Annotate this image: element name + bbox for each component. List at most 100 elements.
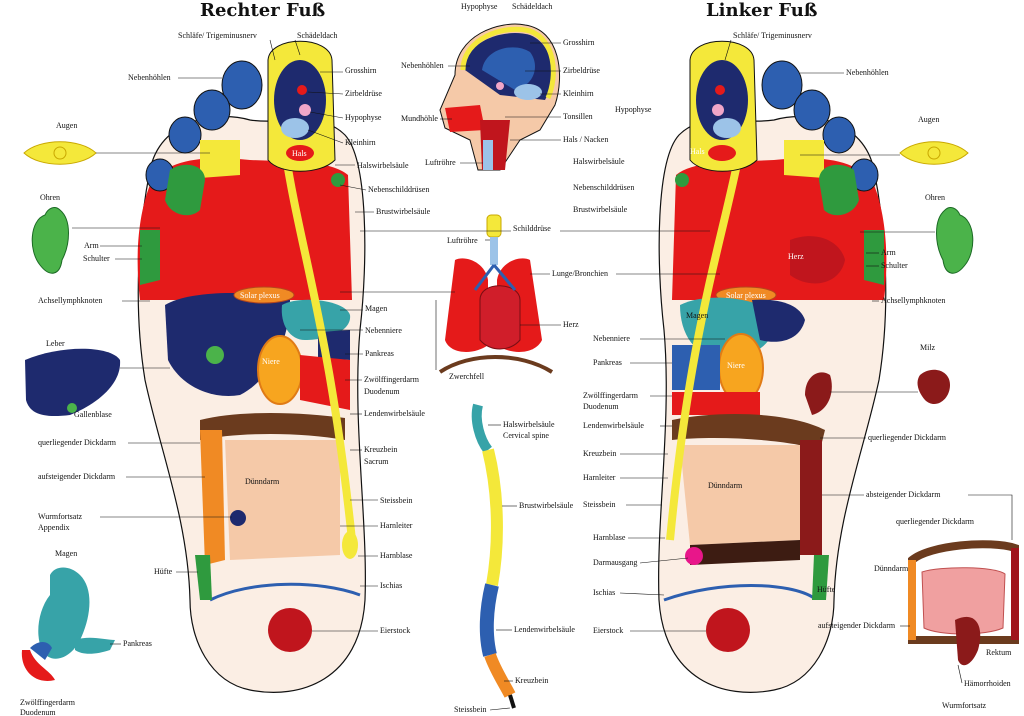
right-hip-zone: [195, 555, 212, 600]
label-l-darmausgang: Darmausgang: [593, 558, 637, 567]
label-c-halswirbel-spine: Halswirbelsäule: [503, 420, 555, 429]
label-c-brustwirbel-spine: Brustwirbelsäule: [519, 501, 574, 510]
label-i-magen: Magen: [55, 549, 77, 558]
right-small-intestine: [225, 440, 340, 560]
right-pineal-dot: [297, 85, 307, 95]
lead-r-kleinhirn: [307, 129, 344, 144]
lead-r-zirbeldruese: [307, 91, 344, 95]
right-duodenum-zone: [300, 355, 350, 410]
label-c-steissbein-spine: Steissbein: [454, 705, 486, 714]
label-c-mundhoehle: Mundhöhle: [401, 114, 438, 123]
duodenum-blue: [30, 642, 52, 660]
label-r-duenndarm: Dünndarm: [245, 477, 280, 486]
left-duodenum-zone: [672, 392, 760, 415]
label-l-ischias: Ischias: [593, 588, 615, 597]
right-toe-2: [221, 60, 263, 110]
label-r-nebenniere: Nebenniere: [365, 326, 402, 335]
label-r-ischias: Ischias: [380, 581, 402, 590]
left-small-intestine: [680, 445, 800, 545]
label-r-zwoelffingerdarm: Zwölffingerdarm: [364, 375, 420, 384]
inset-stomach: Magen Pankreas Zwölffingerdarm Duodenum: [20, 549, 152, 716]
right-eye-zone: [200, 140, 240, 178]
label-r-lendenwirbelsaeule: Lendenwirbelsäule: [364, 409, 425, 418]
chest-labels: Luftröhre Schilddrüse Lunge/Bronchien He…: [340, 224, 720, 381]
head-section: [439, 23, 561, 171]
right-ascending-colon: [200, 430, 225, 565]
lead-r-hypophyse: [309, 111, 344, 119]
right-toe-4: [168, 116, 202, 154]
left-pituitary-dot: [712, 104, 724, 116]
label-r-ohren: Ohren: [40, 193, 60, 202]
head-labels: Hypophyse Schädeldach Grosshirn Nebenhöh…: [401, 2, 652, 214]
label-l-solar-plexus: Solar plexus: [726, 291, 766, 300]
left-anus-dot: [685, 547, 703, 565]
label-r-leber: Leber: [46, 339, 65, 348]
lead-l-schlaefe: [724, 39, 732, 61]
left-spleen-zone: [805, 372, 832, 415]
label-l-augen: Augen: [918, 115, 939, 124]
right-kidney: [257, 335, 303, 405]
ear-icon: [31, 207, 69, 274]
label-l-zwoelffingerdarm: Zwölffingerdarm: [583, 391, 639, 400]
label-r-steissbein: Steissbein: [380, 496, 412, 505]
label-c-herz: Herz: [563, 320, 579, 329]
inset-intestines: querliegender Dickdarm Dünndarm Rektum H…: [818, 517, 1019, 710]
spine-coccyx: [508, 694, 516, 709]
label-r-gallenblase: Gallenblase: [74, 410, 112, 419]
left-cerebellum: [713, 118, 741, 138]
label-r-augen: Augen: [56, 121, 77, 130]
small-intestine-icon: [921, 567, 1006, 635]
left-ovary: [706, 608, 750, 652]
spine-section: [471, 403, 516, 709]
label-l-harnblase: Harnblase: [593, 533, 626, 542]
label-l-duodenum: Duodenum: [583, 402, 619, 411]
label-l-milz: Milz: [920, 343, 936, 352]
left-ischias-line: [663, 584, 815, 602]
right-solar-plexus: [233, 286, 295, 304]
left-descending-colon: [800, 440, 822, 555]
right-shoulder-zone: [140, 230, 160, 285]
spleen-icon: [917, 369, 950, 405]
right-toe-3: [193, 89, 231, 131]
head-trachea: [483, 140, 493, 170]
label-r-eierstock: Eierstock: [380, 626, 410, 635]
label-c-kreuzbein-spine: Kreuzbein: [515, 676, 548, 685]
label-i-querliegender-dickdarm: querliegender Dickdarm: [896, 517, 975, 526]
label-l-hals: Hals: [690, 147, 705, 156]
title-left-foot: Linker Fuß: [706, 0, 818, 21]
label-c-hals-nacken: Hals / Nacken: [563, 135, 608, 144]
stomach-icon: [38, 567, 90, 659]
right-foot-labels: Schläfe/ Trigeminusnerv Schädeldach Nebe…: [23, 31, 431, 635]
right-pituitary-dot: [299, 104, 311, 116]
label-c-nebenschilddruesen: Nebenschilddrüsen: [573, 183, 634, 192]
label-r-duodenum: Duodenum: [364, 387, 400, 396]
right-gallbladder-dot: [206, 346, 224, 364]
label-r-appendix: Appendix: [38, 523, 70, 532]
lung-left: [445, 258, 488, 352]
label-c-luftroehre2: Luftröhre: [447, 236, 478, 245]
label-c-cervical-spine: Cervical spine: [503, 431, 549, 440]
right-ischias-line: [209, 582, 361, 602]
duodenum-icon: [21, 650, 55, 681]
label-r-schlaefe: Schläfe/ Trigeminusnerv: [178, 31, 257, 40]
lead-r-schaedeldach: [294, 39, 301, 56]
label-l-herz: Herz: [788, 252, 804, 261]
label-r-arm: Arm: [84, 241, 99, 250]
label-l-kreuzbein: Kreuzbein: [583, 449, 616, 458]
label-r-schaedeldach: Schädeldach: [297, 31, 337, 40]
label-l-wurmfortsatz: Wurmfortsatz: [942, 701, 987, 710]
left-spine-line: [666, 149, 744, 541]
spine-sacrum: [484, 652, 516, 698]
left-throat-red: [708, 145, 736, 161]
label-r-harnleiter: Harnleiter: [380, 521, 413, 530]
label-r-nebenschilddruesen: Nebenschilddrüsen: [368, 185, 429, 194]
label-l-querliegender-dickdarm: querliegender Dickdarm: [868, 433, 947, 442]
trachea: [490, 237, 498, 265]
label-c-tonsillen: Tonsillen: [563, 112, 593, 121]
gallbladder-icon: [67, 403, 77, 413]
label-c-nebenhoehlen: Nebenhöhlen: [401, 61, 444, 70]
label-c-zwerchfell: Zwerchfell: [449, 372, 485, 381]
label-l-lendenwirbelsaeule: Lendenwirbelsäule: [583, 421, 644, 430]
